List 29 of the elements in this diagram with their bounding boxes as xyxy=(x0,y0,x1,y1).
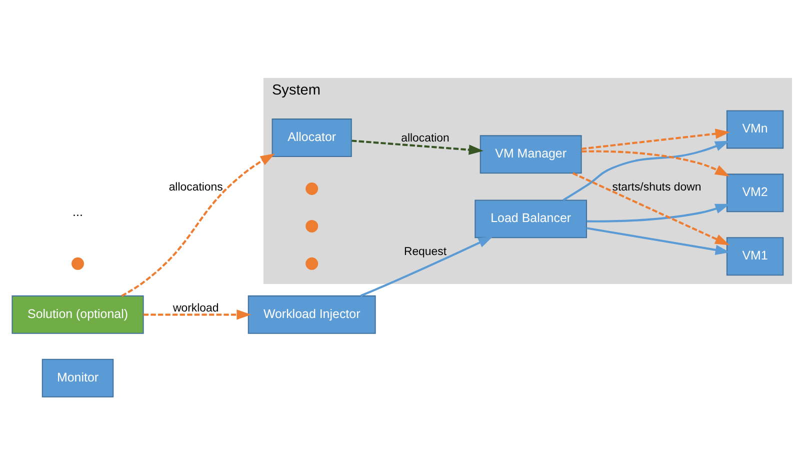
arrow xyxy=(562,140,730,201)
node-circle xyxy=(306,182,318,194)
arrow xyxy=(582,150,730,176)
node-box: Workload Injector xyxy=(248,294,376,334)
node-box: Solution (optional) xyxy=(12,294,144,334)
node-box: VM Manager xyxy=(480,134,582,174)
arrow xyxy=(586,226,730,254)
arrow xyxy=(581,128,730,150)
node-circle xyxy=(306,256,318,270)
node-box: Allocator xyxy=(272,118,352,157)
node-box: VMn xyxy=(726,110,784,148)
edge-label: allocation xyxy=(401,132,450,144)
label: ... xyxy=(72,204,83,218)
arrow xyxy=(121,153,275,296)
node-box: Load Balancer xyxy=(474,199,588,238)
node-circle xyxy=(306,219,318,232)
edge-label: allocations xyxy=(168,181,223,194)
node-circle xyxy=(72,256,84,270)
edge-label: workload xyxy=(172,302,219,314)
arrow xyxy=(572,172,730,245)
arrow xyxy=(586,203,730,222)
arrow xyxy=(360,236,493,296)
edge-label: starts/shuts down xyxy=(612,181,702,194)
node-box: VM2 xyxy=(726,173,784,212)
node-box: VM1 xyxy=(726,236,784,276)
arrow xyxy=(143,309,252,320)
node-box: Monitor xyxy=(42,358,114,397)
edge-label: Request xyxy=(404,246,447,258)
arrow xyxy=(352,139,484,154)
